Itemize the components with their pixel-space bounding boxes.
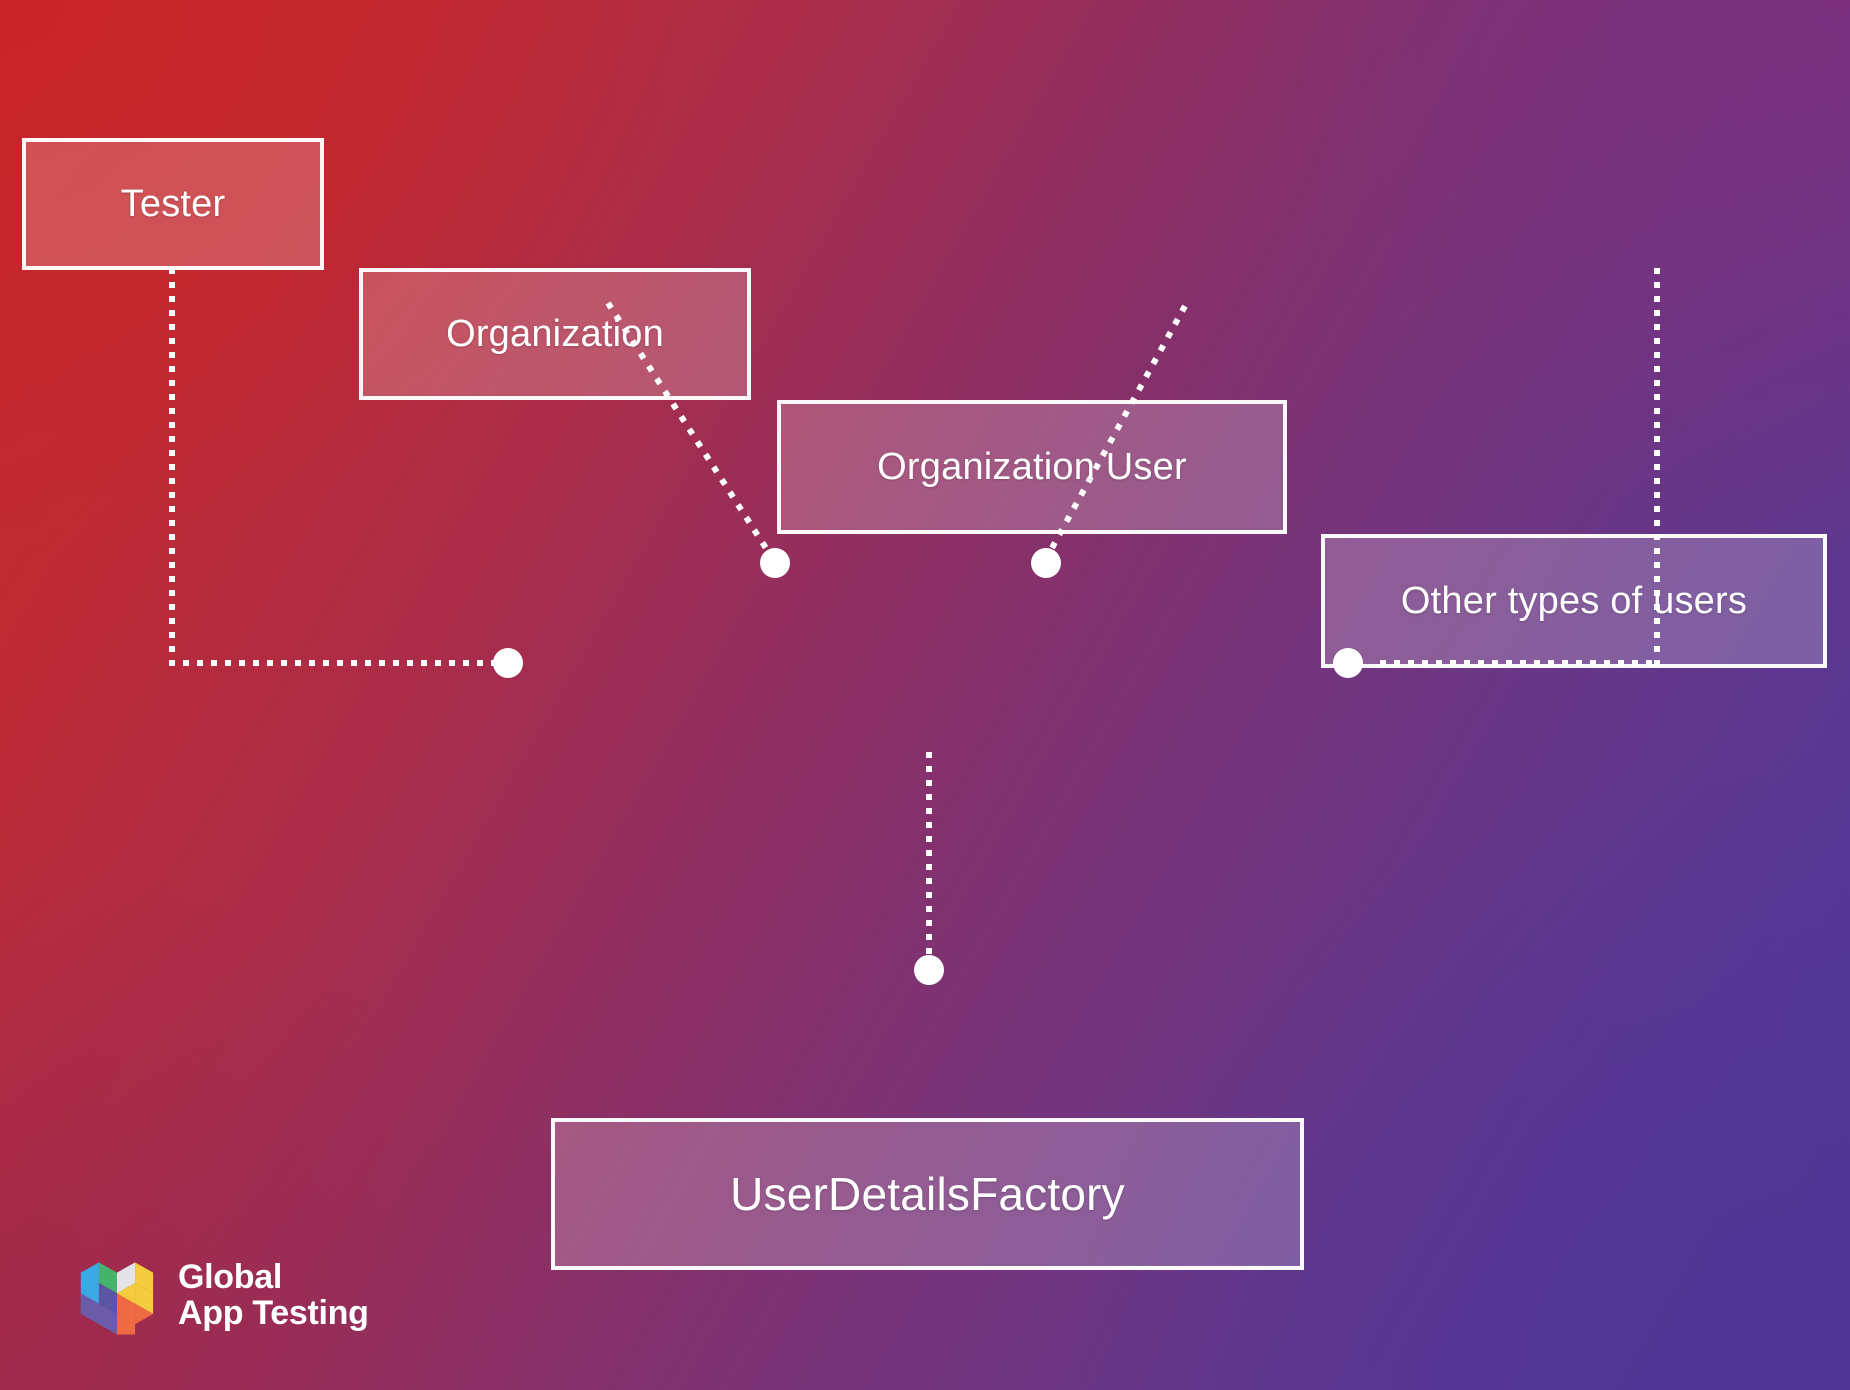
node-organization-user[interactable]: Organization User <box>777 400 1287 534</box>
node-other-types-of-users[interactable]: Other types of users <box>1321 534 1827 668</box>
global-app-testing-hexagon-icon <box>74 1252 160 1338</box>
connector-organization-endpoint-dot <box>760 548 790 578</box>
node-organization[interactable]: Organization <box>359 268 751 400</box>
brand-wordmark-line1: Global <box>178 1257 282 1296</box>
connector-tester-horizontal-segment <box>169 660 514 666</box>
node-tester[interactable]: Tester <box>22 138 324 270</box>
node-organization-user-label: Organization User <box>877 445 1187 488</box>
brand-logo: Global App Testing <box>74 1252 369 1338</box>
brand-wordmark-line2: App Testing <box>178 1294 369 1332</box>
node-organization-label: Organization <box>446 312 664 355</box>
brand-wordmark: Global App Testing <box>178 1259 369 1331</box>
node-user-details-factory-label: UserDetailsFactory <box>730 1168 1125 1220</box>
node-other-types-of-users-label: Other types of users <box>1400 579 1748 622</box>
connector-factory-output-endpoint-dot <box>914 955 944 985</box>
connector-tester-endpoint-dot <box>493 648 523 678</box>
node-user-details-factory[interactable]: UserDetailsFactory <box>551 1118 1304 1270</box>
node-tester-label: Tester <box>120 182 226 225</box>
connector-factory-output-vertical-segment <box>926 752 932 964</box>
connector-tester-vertical-segment <box>169 268 175 666</box>
connector-organization-user-endpoint-dot <box>1031 548 1061 578</box>
